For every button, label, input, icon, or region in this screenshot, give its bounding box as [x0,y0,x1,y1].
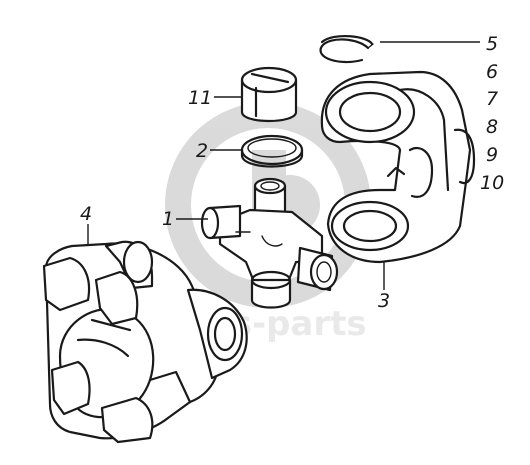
callout-5: 5 [486,33,498,55]
leader-lines [87,41,480,290]
callout-3: 3 [378,290,390,312]
part-4-flange-yoke [42,240,248,444]
callout-2: 2 [196,140,208,162]
callout-labels: 5 6 7 8 9 10 11 2 1 3 4 [80,33,504,312]
part-5-snap-ring [319,35,374,64]
part-11-bearing-cup [240,66,298,122]
callout-6: 6 [486,61,498,83]
callout-11: 11 [188,87,212,109]
callout-7: 7 [486,88,498,110]
callout-4: 4 [80,203,92,225]
part-3-yoke [320,70,476,264]
callout-8: 8 [486,116,498,138]
callout-1: 1 [162,208,174,230]
part-1-cross [200,177,339,309]
callout-10: 10 [480,172,504,194]
callout-9: 9 [486,144,498,166]
